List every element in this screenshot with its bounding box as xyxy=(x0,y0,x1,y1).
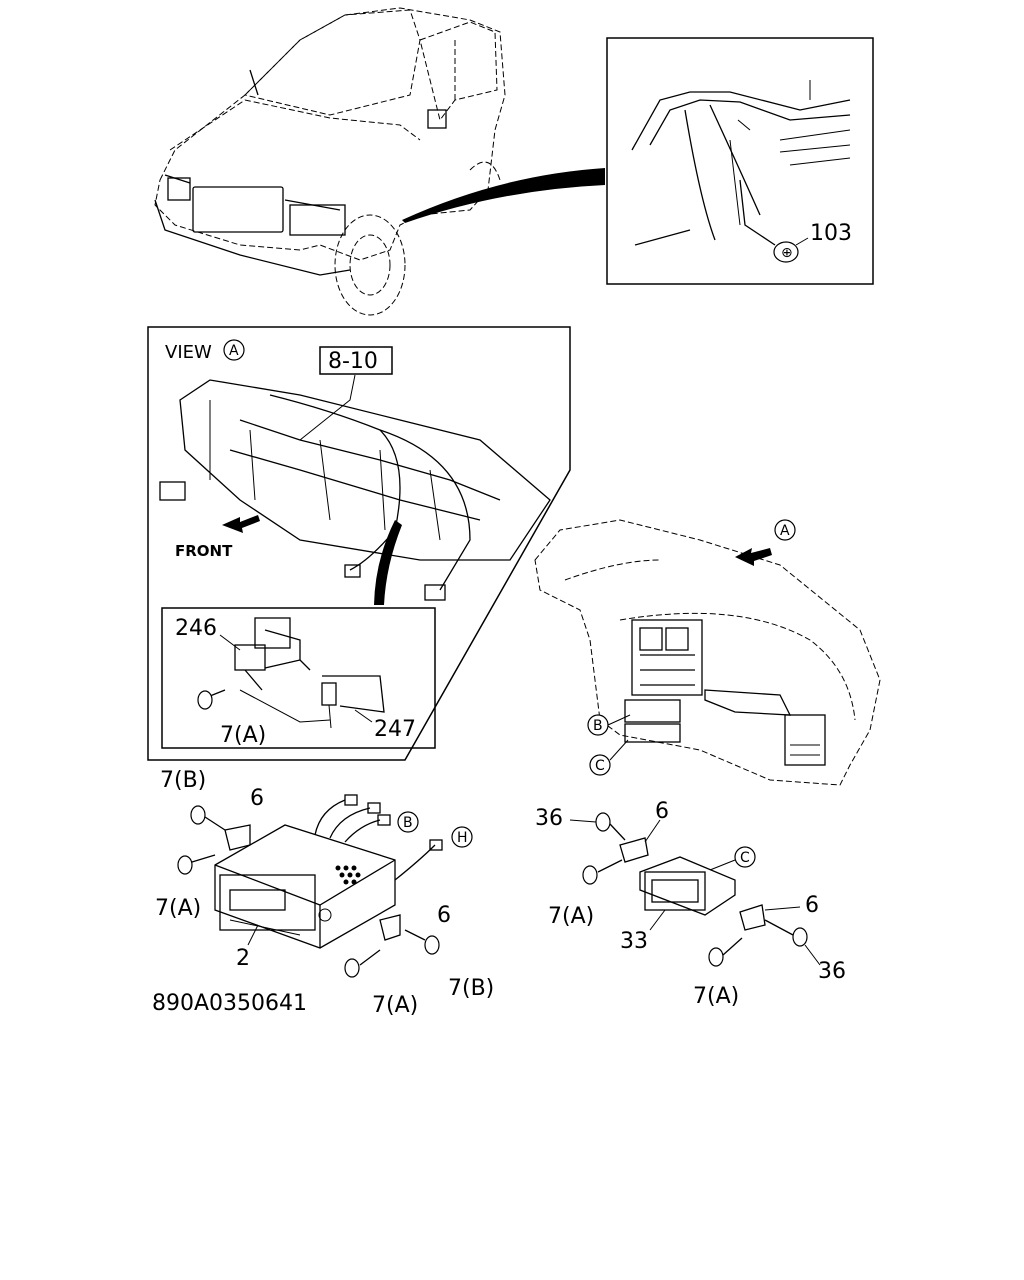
callout-2: 2 xyxy=(236,946,250,971)
callout-7b-top: 7(B) xyxy=(160,768,206,793)
view-a-panel: VIEW A 8-10 FRONT 246 xyxy=(147,326,571,761)
callout-6-left-bottom: 6 xyxy=(437,903,451,928)
vehicle-illustration xyxy=(154,7,605,316)
speaker-grill xyxy=(335,865,361,885)
circled-b-dash: B xyxy=(593,718,603,734)
callout-7b-bottom: 7(B) xyxy=(448,976,494,1001)
front-label: FRONT xyxy=(175,542,233,560)
callout-33: 33 xyxy=(620,929,648,954)
antenna-inset: ⊕ 103 xyxy=(606,37,874,285)
radio-assembly: B H 7(B) 6 7(A) 2 6 7(B) 7(A) xyxy=(155,768,494,1018)
circled-h-radio: H xyxy=(457,830,468,846)
circled-c-pocket: C xyxy=(740,850,750,866)
callout-246: 246 xyxy=(175,616,217,641)
circled-a-dash: A xyxy=(780,523,790,539)
callout-247: 247 xyxy=(374,717,416,742)
callout-103: 103 xyxy=(810,221,852,246)
view-ref: A xyxy=(229,343,239,359)
callout-6-left-top: 6 xyxy=(250,786,264,811)
callout-7a-right-bottom: 7(A) xyxy=(693,984,739,1009)
view-label: VIEW xyxy=(165,342,212,363)
dashboard-illustration: A B C xyxy=(534,519,881,786)
pocket-assembly: C 36 6 7(A) 33 6 36 7(A) xyxy=(535,799,846,1009)
callout-7a-right: 7(A) xyxy=(548,904,594,929)
diagram-id: 890A0350641 xyxy=(152,991,307,1016)
svg-text:⊕: ⊕ xyxy=(781,245,793,261)
callout-7a-inset: 7(A) xyxy=(220,723,266,748)
callout-6-right-bottom: 6 xyxy=(805,893,819,918)
callout-7a-bottom: 7(A) xyxy=(372,993,418,1018)
ref-box-8-10: 8-10 xyxy=(328,349,378,374)
callout-6-right-top: 6 xyxy=(655,799,669,824)
circled-b-radio: B xyxy=(403,815,413,831)
callout-36-bottom: 36 xyxy=(818,959,846,984)
circled-c-dash: C xyxy=(595,758,605,774)
callout-36-top: 36 xyxy=(535,806,563,831)
callout-7a-left: 7(A) xyxy=(155,896,201,921)
